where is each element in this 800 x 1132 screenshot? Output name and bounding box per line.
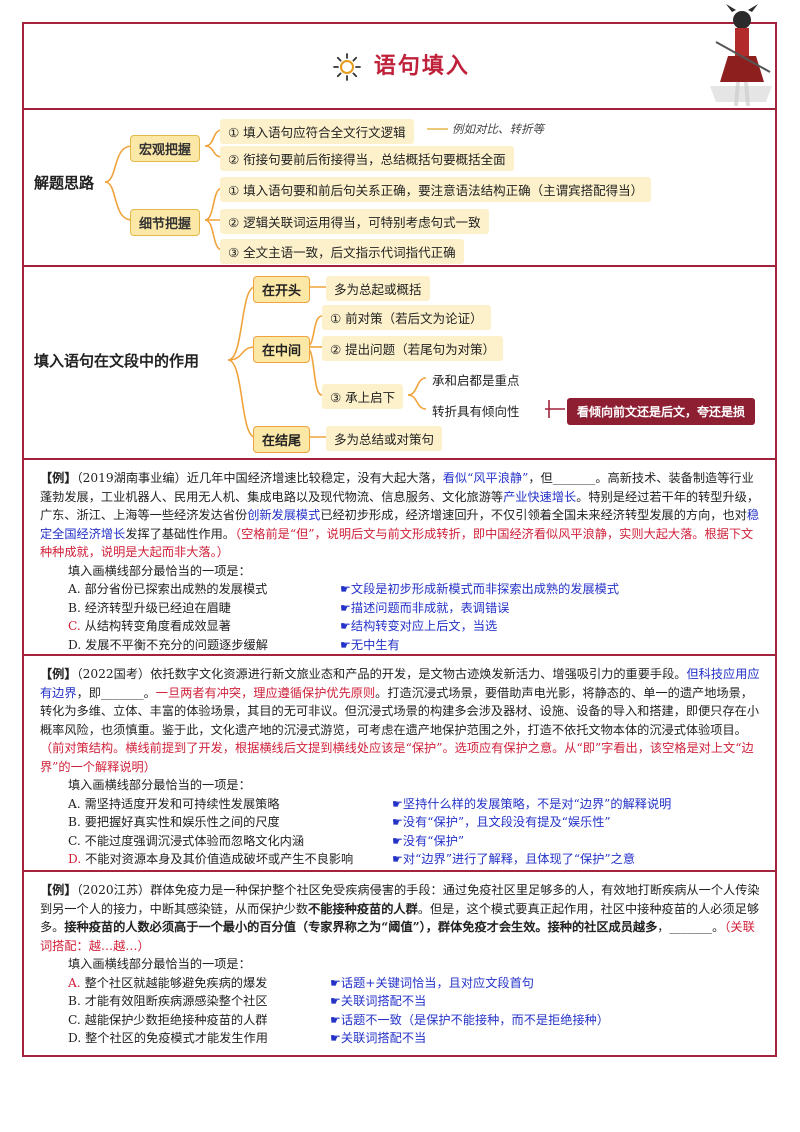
example-2-passage: 【例】（2022国考）依托数字文化资源进行新文旅业态和产品的开发，是文物古迹焕发…: [40, 667, 760, 774]
example-2-question: 填入画横线部分最恰当的一项是：: [68, 778, 251, 792]
option-c: C. 不能过度强调沉浸式体验而忽略文化内涵☛没有“保护”: [68, 833, 465, 848]
section-divider: [22, 654, 777, 656]
example-2: 【例】（2022国考）依托数字文化资源进行新文旅业态和产品的开发，是文物古迹焕发…: [40, 665, 762, 869]
section-divider: [22, 870, 777, 872]
section-divider: [22, 108, 777, 110]
node-detail-item: ③ 全文主语一致，后文指示代词指代正确: [220, 239, 464, 264]
node-detail-item: ① 填入语句要和前后句关系正确，要注意语法结构正确（主谓宾搭配得当）: [220, 177, 652, 202]
example-1: 【例】（2019湖南事业编）近几年中国经济增速比较稳定，没有大起大落，看似“风平…: [40, 469, 762, 654]
node-middle-item: ① 前对策（若后文为论证）: [322, 305, 491, 330]
sun-icon: [333, 53, 362, 81]
node-middle-item: ② 提出问题（若尾句为对策）: [322, 336, 504, 361]
node-macro: 宏观把握: [130, 135, 201, 162]
option-a: A. 整个社区就越能够避免疾病的爆发☛话题+关键词恰当，且对应文段首句: [68, 975, 534, 990]
option-c: C. 越能保护少数拒绝接种疫苗的人群☛话题不一致（是保护不能接种，而不是拒绝接种…: [68, 1012, 610, 1027]
node-middle: 在中间: [253, 336, 311, 363]
page-frame: [22, 22, 777, 1057]
node-start-text: 多为总起或概括: [326, 276, 430, 301]
option-b: B. 要把握好真实性和娱乐性之间的尺度☛没有“保护”，且文段没有提及“娱乐性”: [68, 815, 611, 829]
node-middle-sub: 承和启都是重点: [432, 373, 520, 388]
node-macro-item: ① 填入语句应符合全文行文逻辑: [220, 119, 414, 144]
node-detail: 细节把握: [130, 209, 201, 236]
node-end: 在结尾: [253, 426, 311, 453]
page-title: 语句填入: [0, 48, 800, 82]
option-b: B. 经济转型升级已经迫在眉睫☛描述问题而非成就，表调错误: [68, 600, 510, 615]
option-c: C. 从结构转变角度看成效显著☛结构转变对应上后文，当选: [68, 619, 498, 633]
section-label-role: 填入语句在文段中的作用: [34, 352, 200, 370]
option-d: D. 整个社区的免疫模式才能发生作用☛关联词搭配不当: [68, 1031, 427, 1045]
option-b: B. 才能有效阻断疾病源感染整个社区☛关联词搭配不当: [68, 994, 427, 1008]
character-illustration: [710, 4, 772, 107]
example-3-passage: 【例】（2020江苏）群体免疫力是一种保护整个社区免受疾病侵害的手段：通过免疫社…: [40, 883, 760, 953]
handwritten-note: 例如对比、转折等: [452, 122, 544, 136]
option-d: D. 不能对资源本身及其价值造成破坏或产生不良影响☛对“边界”进行了解释，且体现…: [68, 852, 636, 866]
option-d: D. 发展不平衡不充分的问题逐步缓解☛无中生有: [68, 637, 400, 652]
option-a: A. 部分省份已探索出成熟的发展模式☛文段是初步形成新模式而非探索出成熟的发展模…: [68, 582, 620, 596]
node-middle-item: ③ 承上启下: [322, 384, 404, 409]
node-start: 在开头: [253, 276, 311, 303]
node-macro-item: ② 衔接句要前后衔接得当，总结概括句要概括全面: [220, 146, 514, 171]
example-1-question: 填入画横线部分最恰当的一项是：: [68, 563, 251, 578]
callout-tendency: 看倾向前文还是后文，夸还是损: [567, 398, 756, 425]
example-3: 【例】（2020江苏）群体免疫力是一种保护整个社区免受疾病侵害的手段：通过免疫社…: [40, 881, 762, 1048]
title-text: 语句填入: [373, 54, 470, 79]
section-divider: [22, 458, 777, 460]
section-divider: [22, 265, 777, 267]
section-label-approach: 解题思路: [34, 174, 95, 192]
node-middle-sub: 转折具有倾向性: [432, 404, 520, 419]
example-1-passage: 【例】（2019湖南事业编）近几年中国经济增速比较稳定，没有大起大落，看似“风平…: [40, 471, 760, 559]
example-3-question: 填入画横线部分最恰当的一项是：: [68, 957, 251, 971]
node-detail-item: ② 逻辑关联词运用得当，可特别考虑句式一致: [220, 209, 489, 234]
option-a: A. 需坚持适度开发和可持续性发展策略☛坚持什么样的发展策略，不是对“边界”的解…: [68, 796, 672, 811]
node-end-text: 多为总结或对策句: [326, 426, 443, 451]
